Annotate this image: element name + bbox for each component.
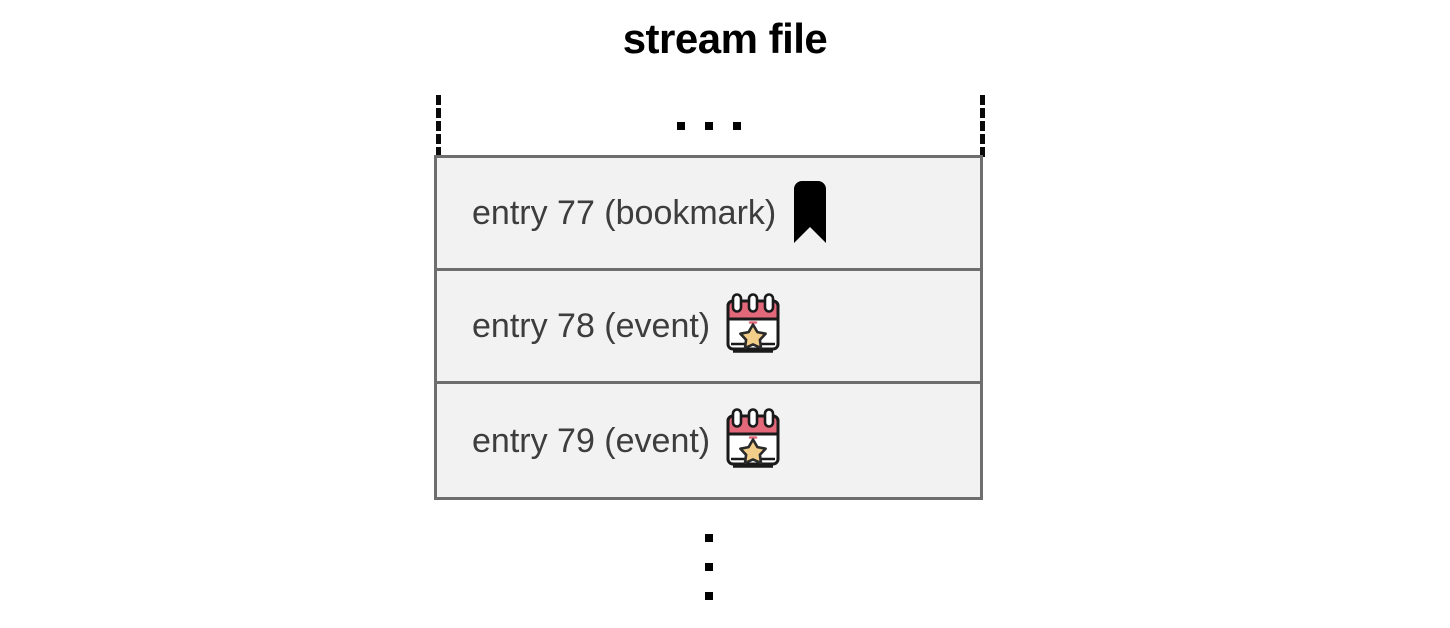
entry-label: entry 77 (bookmark) bbox=[472, 194, 777, 232]
ellipsis-dot bbox=[704, 122, 713, 130]
dashed-rail-left bbox=[436, 95, 441, 157]
entry-label: entry 78 (event) bbox=[472, 307, 711, 345]
page-title: stream file bbox=[622, 15, 828, 62]
ellipsis-dot bbox=[704, 563, 713, 571]
entry-table: entry 77 (bookmark) entry 78 (event) bbox=[434, 155, 983, 500]
horizontal-ellipsis bbox=[434, 95, 983, 157]
ellipsis-dot bbox=[676, 122, 685, 130]
table-row[interactable]: entry 79 (event) bbox=[437, 384, 980, 497]
calendar-event-icon bbox=[722, 407, 784, 474]
calendar-event-icon bbox=[722, 293, 784, 359]
dashed-rail-right bbox=[980, 95, 985, 157]
ellipsis-dot bbox=[704, 534, 713, 542]
ellipsis-dot bbox=[732, 122, 741, 130]
ellipsis-dot bbox=[704, 592, 713, 600]
vertical-ellipsis bbox=[434, 508, 983, 600]
table-row[interactable]: entry 78 (event) bbox=[437, 271, 980, 384]
table-row[interactable]: entry 77 (bookmark) bbox=[437, 158, 980, 271]
bookmark-icon bbox=[788, 181, 832, 245]
entry-label: entry 79 (event) bbox=[472, 421, 711, 460]
